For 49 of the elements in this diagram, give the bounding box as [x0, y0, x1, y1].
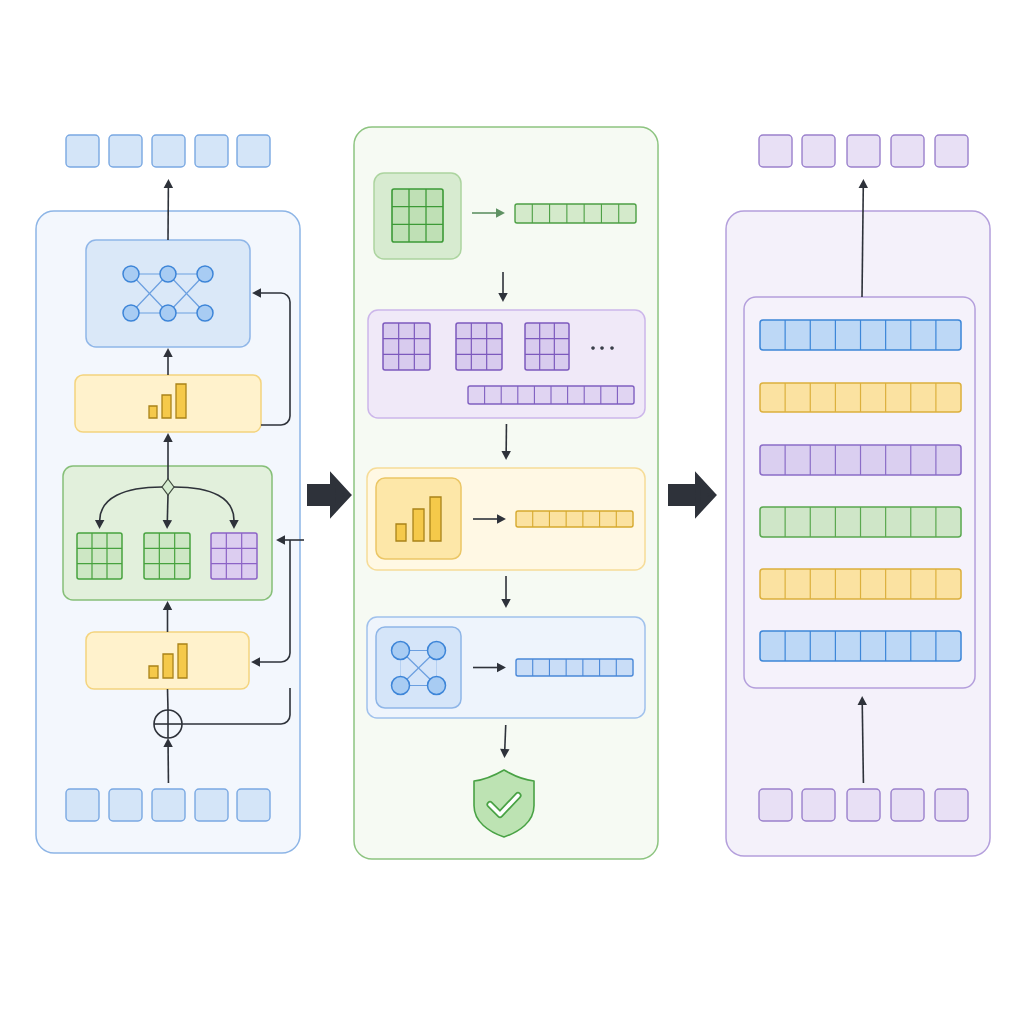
token-square — [236, 788, 271, 822]
token-bar — [759, 382, 962, 413]
token-square — [890, 788, 925, 822]
rounded-box — [85, 631, 250, 690]
token-bar — [759, 319, 962, 351]
token-bar — [759, 568, 962, 600]
token-square — [846, 788, 881, 822]
token-bar — [515, 658, 634, 677]
token-square — [108, 788, 143, 822]
connector-line — [181, 687, 291, 725]
token-square — [758, 134, 793, 168]
token-square — [108, 134, 143, 168]
grid — [382, 322, 431, 371]
shield-check — [473, 769, 535, 838]
arrow — [501, 423, 511, 460]
token-bar — [759, 630, 962, 662]
grid — [391, 188, 444, 243]
token-square — [194, 134, 229, 168]
grid — [524, 322, 570, 371]
token-square — [846, 134, 881, 168]
token-square — [801, 134, 836, 168]
token-square — [151, 134, 186, 168]
rounded-box — [74, 374, 262, 433]
grid — [455, 322, 503, 371]
token-square — [758, 788, 793, 822]
rounded-box — [85, 239, 251, 348]
token-bar — [467, 385, 635, 405]
grid — [76, 532, 123, 580]
token-bar — [759, 444, 962, 476]
grid — [143, 532, 191, 580]
split-point — [161, 478, 175, 496]
arrow — [471, 208, 505, 218]
token-square — [194, 788, 229, 822]
token-square — [934, 134, 969, 168]
token-bar — [515, 510, 634, 528]
token-square — [890, 134, 925, 168]
token-bar — [759, 506, 962, 538]
token-square — [934, 788, 969, 822]
arrow — [472, 514, 506, 524]
grid — [210, 532, 258, 580]
token-square — [151, 788, 186, 822]
connector-line — [166, 688, 169, 711]
sum-circle — [153, 709, 183, 739]
token-square — [65, 788, 100, 822]
arrow — [500, 724, 510, 758]
token-square — [236, 134, 271, 168]
token-square — [801, 788, 836, 822]
token-bar — [514, 203, 637, 224]
token-square — [65, 134, 100, 168]
